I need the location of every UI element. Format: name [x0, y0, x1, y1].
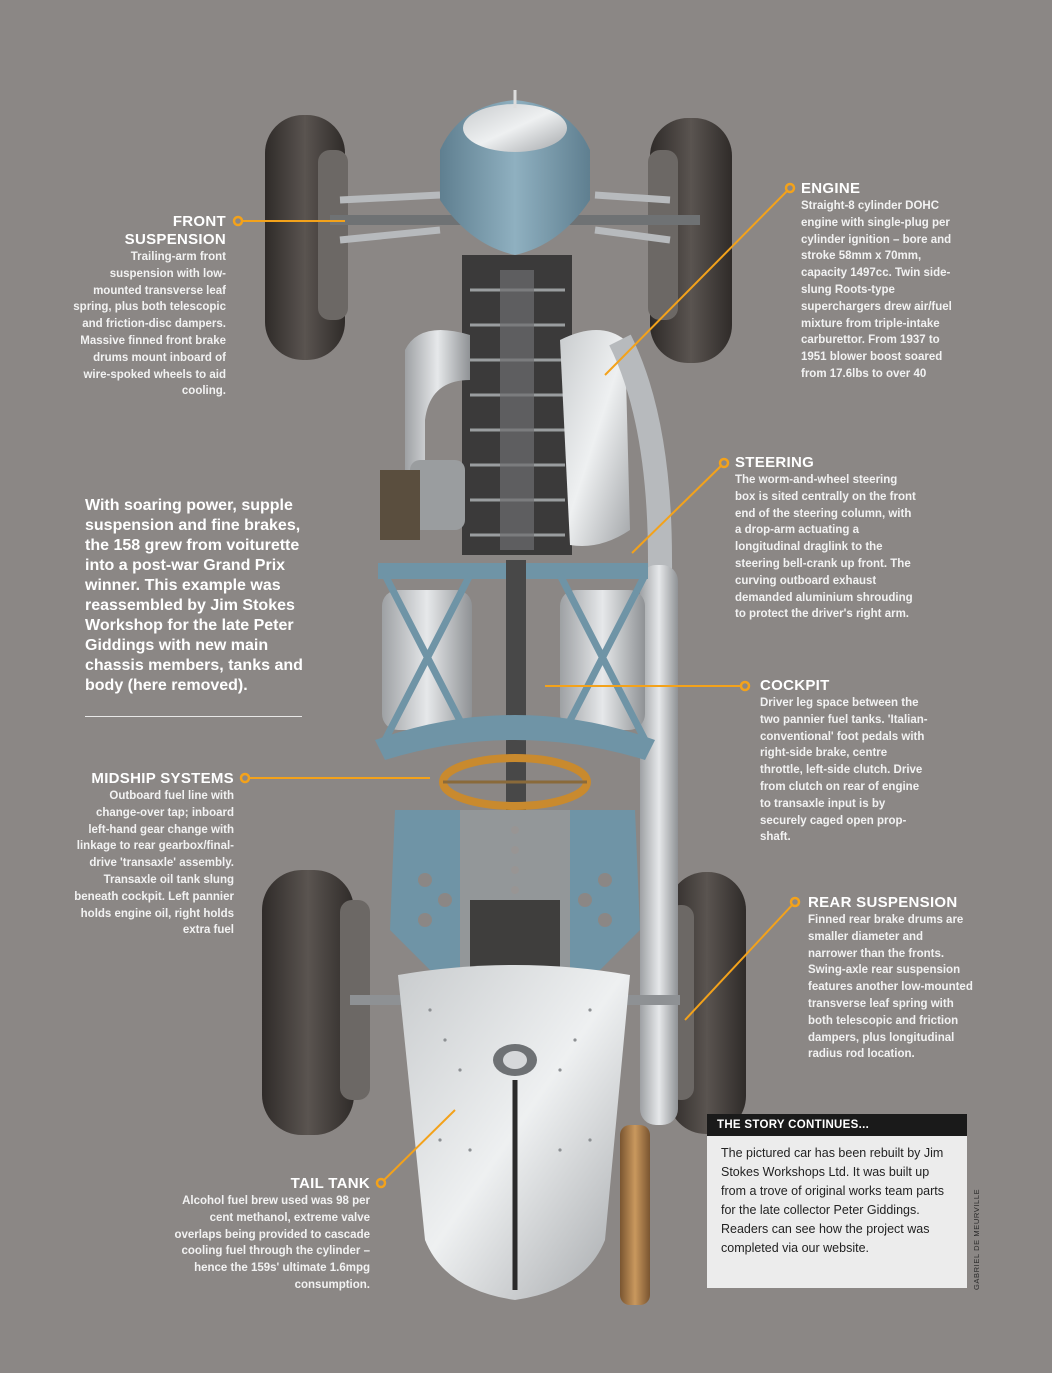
rear-suspension-body: Finned rear brake drums are smaller diam… — [808, 914, 973, 1061]
front-suspension-title-line1: FRONT — [172, 213, 226, 230]
tail-tank-title: TAIL TANK — [290, 1175, 370, 1192]
front-left-tyre — [265, 115, 348, 360]
story-body: The pictured car has been rebuilt by Jim… — [721, 1146, 944, 1255]
carburettor — [380, 470, 420, 540]
cockpit-callout: COCKPIT Driver leg space between the two… — [760, 677, 928, 846]
engine-callout: ENGINE Straight-8 cylinder DOHC engine w… — [801, 180, 953, 383]
transaxle — [470, 900, 560, 975]
front-suspension-title-line2: SUSPENSION — [124, 231, 226, 248]
photo-credit: GABRIEL DE MEURVILLE — [972, 1188, 981, 1290]
callout-dots — [232, 182, 801, 1189]
midship-body: Outboard fuel line with change-over tap;… — [74, 790, 234, 937]
front-right-tyre — [648, 118, 732, 363]
nose-plate — [463, 104, 567, 152]
tail-tank-callout: TAIL TANK Alcohol fuel brew used was 98 … — [174, 1175, 370, 1294]
steering-body: The worm-and-wheel steering box is sited… — [735, 474, 916, 621]
front-suspension-callout: FRONT SUSPENSION Trailing-arm front susp… — [70, 213, 226, 400]
front-suspension-body: Trailing-arm front suspension with low-m… — [73, 251, 226, 398]
front-suspension-arms — [339, 191, 671, 244]
exhaust-shroud — [560, 330, 630, 546]
midship-callout: MIDSHIP SYSTEMS Outboard fuel line with … — [74, 770, 234, 939]
exhaust-pipe — [609, 334, 677, 1111]
rear-suspension-title: REAR SUSPENSION — [808, 894, 958, 911]
story-heading: THE STORY CONTINUES... — [707, 1114, 967, 1136]
midship-title: MIDSHIP SYSTEMS — [91, 770, 234, 787]
intro-paragraph: With soaring power, supple suspension an… — [85, 497, 303, 694]
cockpit-title: COCKPIT — [760, 677, 830, 694]
intro-divider — [85, 716, 302, 717]
steering-callout: STEERING The worm-and-wheel steering box… — [735, 454, 919, 623]
tail-tank-body: Alcohol fuel brew used was 98 per cent m… — [174, 1195, 370, 1291]
story-continues-box: THE STORY CONTINUES... The pictured car … — [707, 1114, 967, 1288]
cockpit-body: Driver leg space between the two pannier… — [760, 697, 928, 844]
rear-suspension-callout: REAR SUSPENSION Finned rear brake drums … — [808, 894, 974, 1063]
scuttle-hoop — [375, 715, 655, 760]
engine-title: ENGINE — [801, 180, 861, 197]
callout-leaders — [238, 187, 796, 1184]
engine-body: Straight-8 cylinder DOHC engine with sin… — [801, 200, 952, 380]
steering-title: STEERING — [735, 454, 815, 471]
exhaust-tailpipe — [620, 1125, 650, 1305]
